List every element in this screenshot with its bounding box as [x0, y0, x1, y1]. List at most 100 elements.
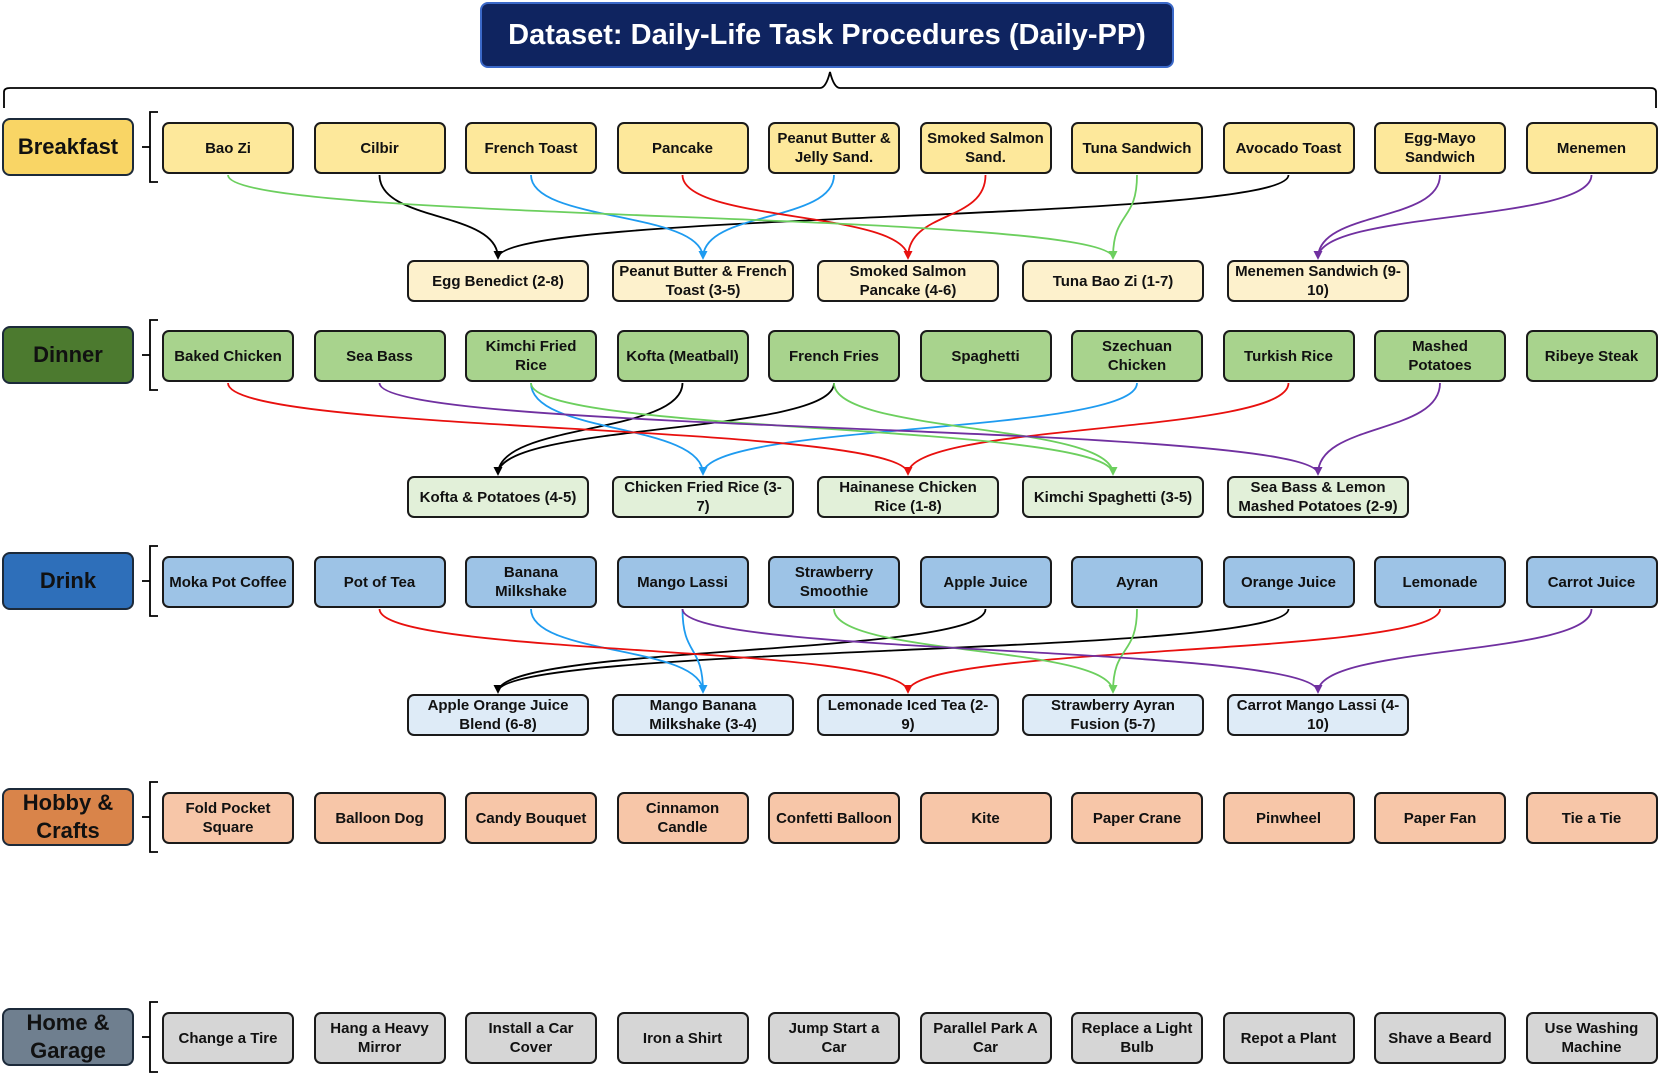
combined-task-node: Strawberry Ayran Fusion (5-7): [1022, 694, 1204, 736]
task-node: Tuna Sandwich: [1071, 122, 1203, 174]
connector-arrow: [530, 174, 708, 260]
connector-arrow: [1108, 174, 1138, 260]
category-home: Home & Garage: [2, 1008, 134, 1066]
task-node: Banana Milkshake: [465, 556, 597, 608]
combined-task-node: Apple Orange Juice Blend (6-8): [407, 694, 589, 736]
task-node: Paper Crane: [1071, 792, 1203, 844]
connector-arrow: [1313, 382, 1441, 476]
task-node: Pot of Tea: [313, 556, 446, 608]
connector-arrow: [903, 174, 987, 260]
connector-arrow: [227, 174, 1118, 260]
combined-task-node: Peanut Butter & French Toast (3-5): [612, 260, 794, 302]
task-node: Cilbir: [313, 122, 446, 174]
connector-arrow: [149, 545, 158, 617]
task-node: Szechuan Chicken: [1071, 330, 1203, 382]
diagram-title: Dataset: Daily-Life Task Procedures (Dai…: [480, 2, 1174, 68]
task-node: Strawberry Smoothie: [768, 556, 900, 608]
combined-task-node: Carrot Mango Lassi (4-10): [1227, 694, 1409, 736]
task-node: Carrot Juice: [1525, 556, 1658, 608]
task-node: Mashed Potatoes: [1374, 330, 1506, 382]
task-node: Change a Tire: [162, 1012, 294, 1064]
category-breakfast: Breakfast: [2, 118, 134, 176]
task-node: Sea Bass: [313, 330, 446, 382]
task-node: Confetti Balloon: [768, 792, 900, 844]
combined-task-node: Hainanese Chicken Rice (1-8): [817, 476, 999, 518]
task-node: Jump Start a Car: [768, 1012, 900, 1064]
task-node: Bao Zi: [162, 122, 294, 174]
connector-arrow: [227, 382, 913, 476]
connector-arrow: [149, 319, 158, 391]
task-node: Baked Chicken: [162, 330, 294, 382]
connector-arrow: [833, 382, 1118, 476]
connector-arrow: [3, 71, 1657, 108]
task-node: Kimchi Fried Rice: [465, 330, 597, 382]
connector-arrow: [149, 111, 158, 183]
task-node: Repot a Plant: [1222, 1012, 1355, 1064]
connector-arrow: [1313, 174, 1593, 260]
task-node: Smoked Salmon Sand.: [919, 122, 1052, 174]
task-node: Kofta (Meatball): [616, 330, 749, 382]
task-node: Iron a Shirt: [616, 1012, 749, 1064]
connector-arrow: [378, 608, 913, 694]
task-node: Paper Fan: [1374, 792, 1506, 844]
combined-task-node: Kofta & Potatoes (4-5): [407, 476, 589, 518]
connector-arrow: [378, 174, 503, 260]
task-node: Turkish Rice: [1222, 330, 1355, 382]
task-node: Lemonade: [1374, 556, 1506, 608]
task-node: Egg-Mayo Sandwich: [1374, 122, 1506, 174]
task-node: Peanut Butter & Jelly Sand.: [768, 122, 900, 174]
connector-arrow: [493, 174, 1290, 260]
connector-arrow: [493, 608, 1290, 694]
connector-arrow: [378, 382, 1323, 476]
task-node: Ayran: [1071, 556, 1203, 608]
connector-arrow: [493, 382, 684, 476]
connector-arrow: [1313, 174, 1441, 260]
task-node: Install a Car Cover: [465, 1012, 597, 1064]
task-node: Pancake: [616, 122, 749, 174]
connector-arrow: [833, 608, 1118, 694]
task-node: Cinnamon Candle: [616, 792, 749, 844]
task-node: Fold Pocket Square: [162, 792, 294, 844]
task-node: Menemen: [1525, 122, 1658, 174]
task-node: Avocado Toast: [1222, 122, 1355, 174]
combined-task-node: Smoked Salmon Pancake (4-6): [817, 260, 999, 302]
connector-arrow: [681, 608, 1323, 694]
category-drink: Drink: [2, 552, 134, 610]
connector-arrow: [530, 382, 1118, 476]
combined-task-node: Chicken Fried Rice (3-7): [612, 476, 794, 518]
connector-arrow: [903, 608, 1441, 694]
connector-arrow: [149, 781, 158, 853]
task-node: Replace a Light Bulb: [1071, 1012, 1203, 1064]
connector-arrow: [530, 608, 708, 694]
task-node: Shave a Beard: [1374, 1012, 1506, 1064]
combined-task-node: Kimchi Spaghetti (3-5): [1022, 476, 1204, 518]
connector-arrow: [681, 174, 913, 260]
task-node: Spaghetti: [919, 330, 1052, 382]
task-node: French Fries: [768, 330, 900, 382]
connector-arrow: [493, 382, 835, 476]
task-node: French Toast: [465, 122, 597, 174]
task-node: Pinwheel: [1222, 792, 1355, 844]
combined-task-node: Sea Bass & Lemon Mashed Potatoes (2-9): [1227, 476, 1409, 518]
connector-arrow: [149, 1001, 158, 1073]
task-node: Ribeye Steak: [1525, 330, 1658, 382]
task-node: Candy Bouquet: [465, 792, 597, 844]
connector-arrow: [1313, 608, 1593, 694]
category-dinner: Dinner: [2, 326, 134, 384]
task-node: Mango Lassi: [616, 556, 749, 608]
connector-arrow: [493, 608, 987, 694]
connector-arrow: [1108, 608, 1138, 694]
task-node: Hang a Heavy Mirror: [313, 1012, 446, 1064]
task-node: Apple Juice: [919, 556, 1052, 608]
combined-task-node: Menemen Sandwich (9-10): [1227, 260, 1409, 302]
task-node: Parallel Park A Car: [919, 1012, 1052, 1064]
connector-arrow: [698, 382, 1138, 476]
task-node: Kite: [919, 792, 1052, 844]
connector-arrow: [903, 382, 1290, 476]
combined-task-node: Egg Benedict (2-8): [407, 260, 589, 302]
combined-task-node: Lemonade Iced Tea (2-9): [817, 694, 999, 736]
category-hobby: Hobby & Crafts: [2, 788, 134, 846]
task-node: Balloon Dog: [313, 792, 446, 844]
task-node: Tie a Tie: [1525, 792, 1658, 844]
